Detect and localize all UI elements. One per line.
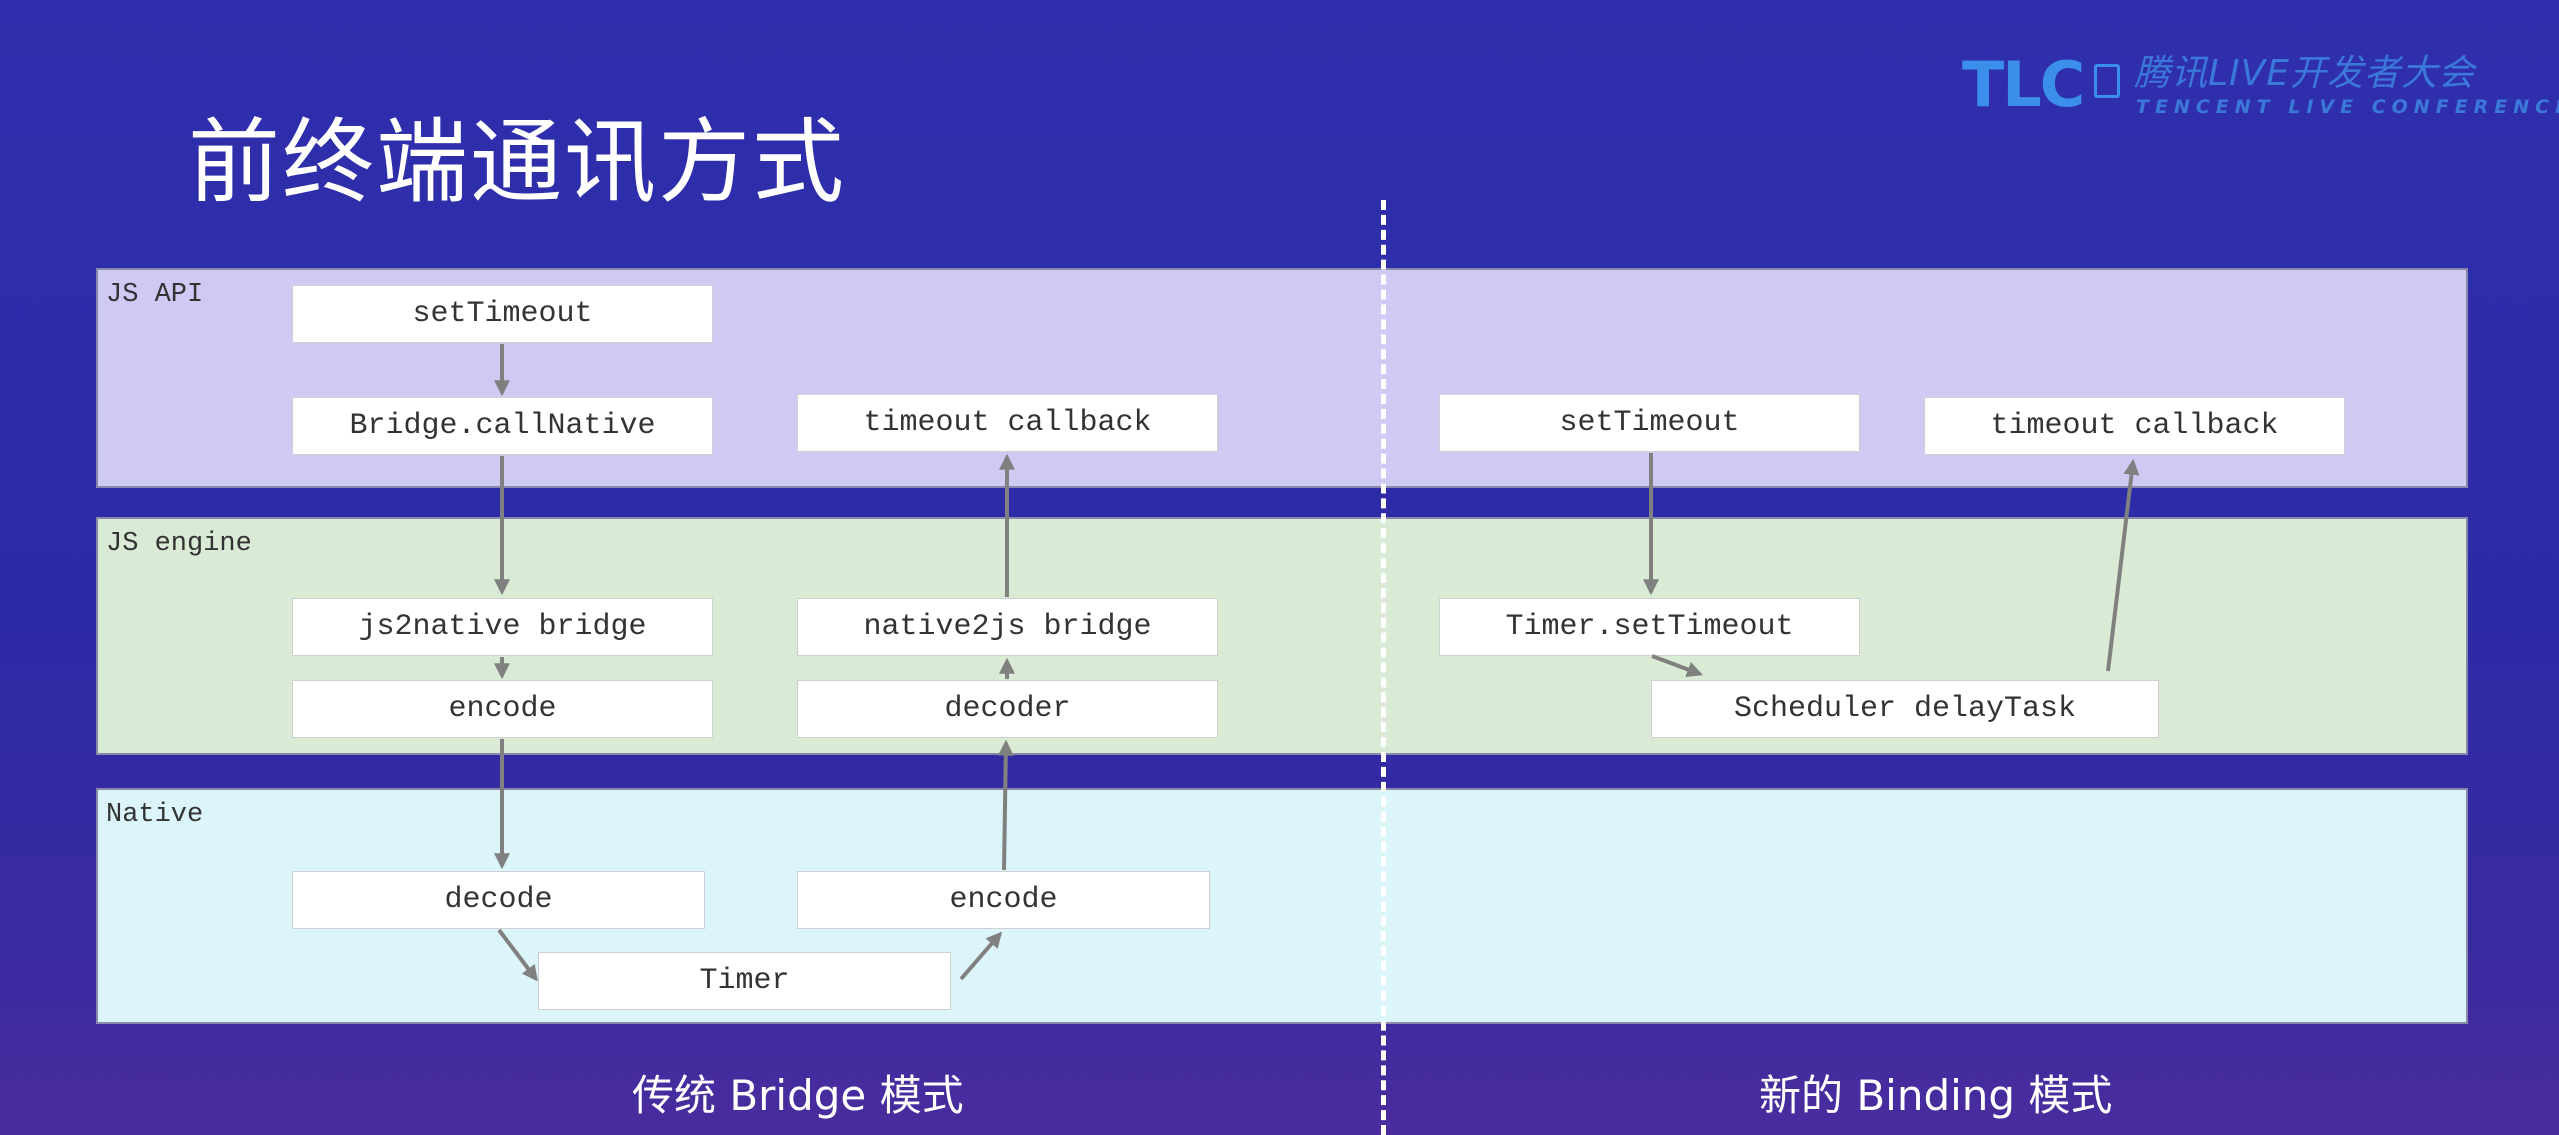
slide-title: 前终端通讯方式: [188, 109, 847, 216]
arrow-decode-to-timer: [497, 928, 538, 982]
logo-brand: TLC: [1962, 48, 2085, 121]
label-bridge-mode: 传统 Bridge 模式: [632, 1071, 964, 1120]
node-native-decode: decode: [292, 871, 705, 929]
logo-cn-text: 腾讯LIVE开发者大会: [2134, 53, 2476, 94]
label-binding-mode: 新的 Binding 模式: [1759, 1071, 2113, 1120]
arrow-scheduler-to-callback: [2106, 458, 2140, 672]
node-binding-settimeout: setTimeout: [1439, 394, 1860, 452]
node-bridge-callnative: Bridge.callNative: [292, 397, 713, 455]
node-scheduler-delaytask: Scheduler delayTask: [1651, 680, 2159, 738]
node-bridge-timeout-callback: timeout callback: [797, 394, 1218, 452]
node-native2js-bridge: native2js bridge: [797, 598, 1218, 656]
node-timer-settimeout: Timer.setTimeout: [1439, 598, 1860, 656]
arrow-timer-to-encode: [959, 931, 1003, 981]
node-js2native-bridge: js2native bridge: [292, 598, 713, 656]
mode-divider: [1381, 200, 1386, 1135]
node-binding-timeout-callback: timeout callback: [1924, 397, 2345, 455]
arrow-timer-to-scheduler: [1651, 654, 1703, 677]
layer-label-js-api: JS API: [106, 280, 204, 310]
arrow-encode-to-decoder: [997, 739, 1014, 871]
logo-mark-icon: [2094, 64, 2120, 98]
node-native-encode: encode: [797, 871, 1210, 929]
node-bridge-settimeout: setTimeout: [292, 285, 713, 343]
logo-en-text: TENCENT LIVE CONFERENCE: [2136, 96, 2559, 118]
node-bridge-decoder: decoder: [797, 680, 1218, 738]
layer-label-native: Native: [106, 800, 204, 830]
layer-label-js-engine: JS engine: [106, 529, 252, 559]
tlc-logo: TLC 腾讯LIVE开发者大会 TENCENT LIVE CONFERENCE: [1962, 48, 2559, 132]
node-native-timer: Timer: [538, 952, 951, 1010]
node-bridge-encode-js: encode: [292, 680, 713, 738]
